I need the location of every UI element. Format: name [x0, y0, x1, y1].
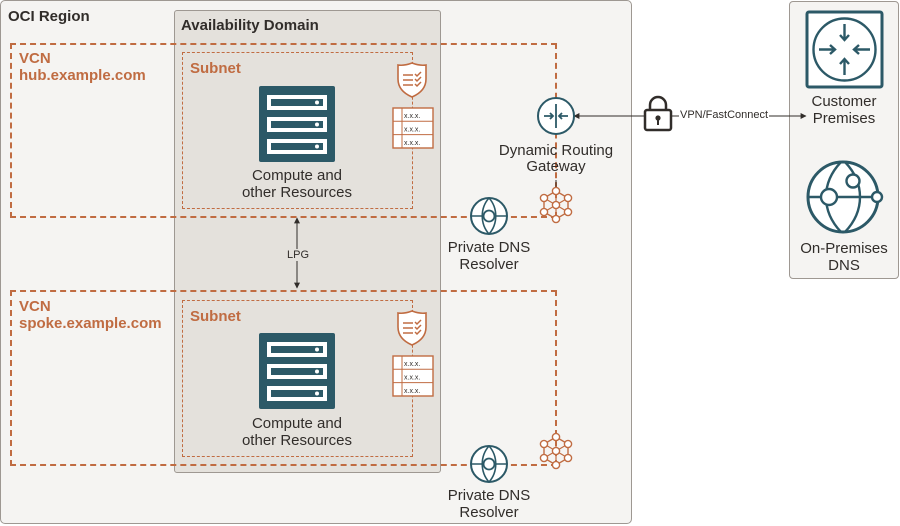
spoke-subnet-label: Subnet — [190, 308, 241, 325]
hub-network-icon — [539, 186, 573, 224]
lpg-label: LPG — [286, 249, 311, 261]
on-premises-dns-label-line1: On-Premises — [800, 240, 888, 257]
spoke-vcn-container — [10, 290, 557, 466]
spoke-seclist-row: x.x.x. — [404, 375, 420, 382]
hub-security-list-icon: x.x.x. x.x.x. x.x.x. — [392, 107, 434, 149]
hub-security-shield-icon — [397, 62, 427, 98]
spoke-network-icon — [539, 432, 573, 470]
drg-icon — [537, 97, 575, 135]
spoke-seclist-row: x.x.x. — [404, 388, 420, 395]
hub-seclist-row: x.x.x. — [404, 127, 420, 134]
hub-vcn-label: VCN — [19, 50, 51, 67]
spoke-security-shield-icon — [397, 310, 427, 346]
spoke-compute-label-line2: other Resources — [241, 432, 353, 449]
spoke-compute-server-icon — [259, 333, 335, 409]
hub-private-dns-resolver-icon — [470, 197, 508, 235]
spoke-seclist-row: x.x.x. — [404, 361, 420, 368]
hub-dns-resolver-label-line1: Private DNS — [447, 239, 531, 256]
region-title: OCI Region — [8, 8, 90, 25]
spoke-vcn-domain: spoke.example.com — [19, 315, 162, 332]
hub-compute-label-line1: Compute and — [251, 167, 343, 184]
spoke-vcn-label: VCN — [19, 298, 51, 315]
spoke-dns-resolver-label-line1: Private DNS — [447, 487, 531, 504]
vpn-fastconnect-label: VPN/FastConnect — [679, 109, 770, 121]
spoke-security-list-icon: x.x.x. x.x.x. x.x.x. — [392, 355, 434, 397]
customer-premises-label-line2: Premises — [812, 110, 876, 127]
hub-compute-label-line2: other Resources — [241, 184, 353, 201]
hub-compute-server-icon — [259, 86, 335, 162]
customer-premises-label-line1: Customer — [811, 93, 877, 110]
customer-premises-router-icon — [805, 10, 884, 89]
hub-seclist-row: x.x.x. — [404, 113, 420, 120]
spoke-compute-label-line1: Compute and — [251, 415, 343, 432]
spoke-private-dns-resolver-icon — [470, 445, 508, 483]
lock-icon — [643, 95, 673, 132]
on-premises-dns-label-line2: DNS — [828, 257, 860, 274]
hub-dns-resolver-label-line2: Resolver — [459, 256, 519, 273]
hub-subnet-label: Subnet — [190, 60, 241, 77]
hub-vcn-domain: hub.example.com — [19, 67, 146, 84]
drg-label-line2: Gateway — [526, 158, 586, 175]
hub-seclist-row: x.x.x. — [404, 140, 420, 147]
availability-domain-title: Availability Domain — [181, 17, 319, 34]
on-premises-dns-icon — [806, 160, 884, 234]
spoke-dns-resolver-label-line2: Resolver — [459, 504, 519, 521]
drg-label-line1: Dynamic Routing — [498, 142, 614, 159]
